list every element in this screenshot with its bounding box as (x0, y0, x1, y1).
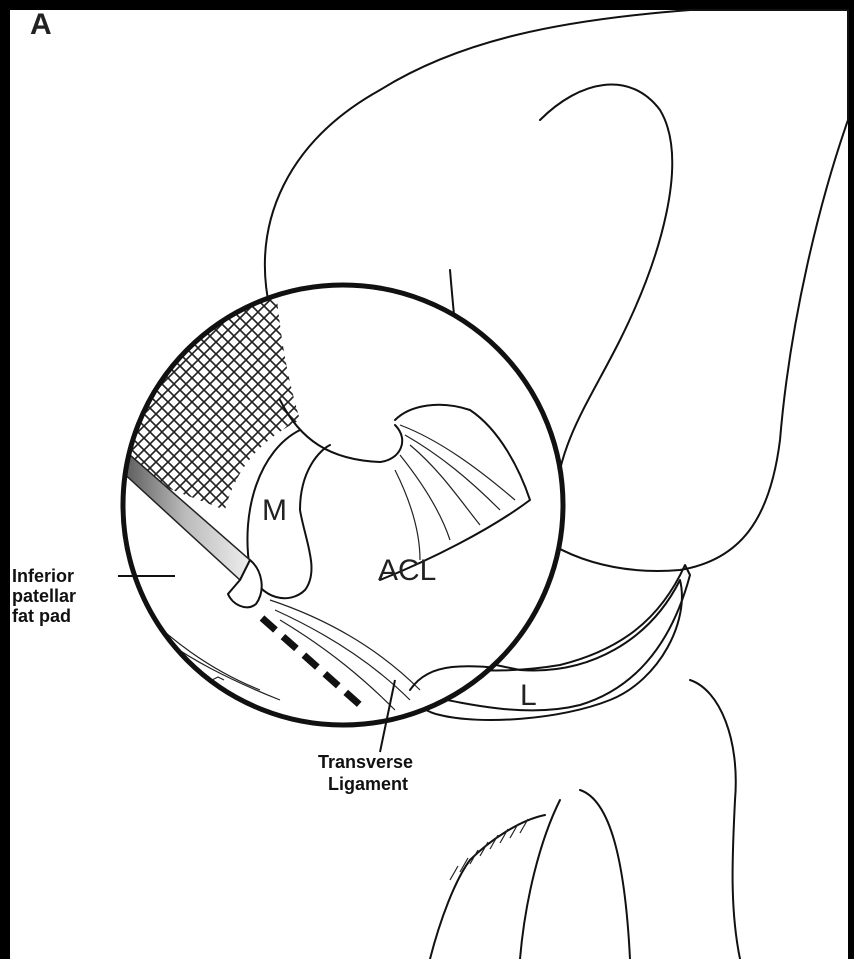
label-medial-meniscus: M (262, 494, 287, 527)
panel-label: A (30, 8, 52, 41)
callout-fat-pad-2: patellar (12, 586, 76, 606)
label-lateral-meniscus: L (520, 679, 537, 712)
label-acl: ACL (378, 554, 436, 587)
callout-fat-pad-3: fat pad (12, 606, 71, 626)
callout-fat-pad-1: Inferior (12, 566, 74, 586)
callout-transverse-1: Transverse (318, 752, 413, 772)
callout-transverse-2: Ligament (328, 774, 408, 794)
